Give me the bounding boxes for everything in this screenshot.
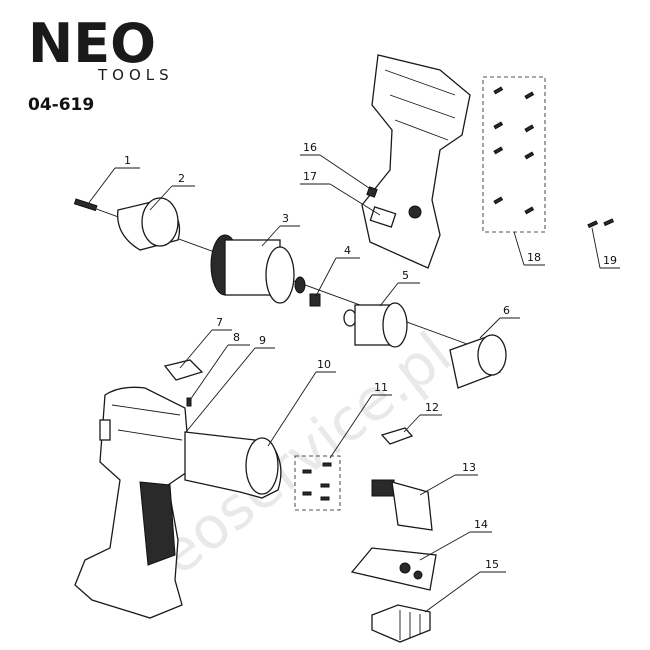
part-control-board-14 [350,547,437,591]
callout-10: 10 [317,358,331,371]
part-pin-8 [186,397,192,407]
part-bracket-7 [163,359,204,381]
part-gear-housing-10 [184,431,282,499]
part-screws-19 [587,218,615,229]
callout-8: 8 [233,331,240,344]
part-screws-11 [294,455,341,511]
callout-15: 15 [485,558,499,571]
part-housing-left-half [74,386,191,619]
part-switch-13 [371,479,433,531]
callout-5: 5 [402,269,409,282]
callout-9: 9 [259,334,266,347]
part-chuck-2 [117,197,181,251]
brand-sub: TOOLS [97,66,174,84]
brand-logo: NEO TOOLS [28,12,174,84]
part-screw-16 [366,186,378,198]
part-bracket-17 [369,206,397,228]
leader-lines [87,154,620,613]
part-housing-right-half [361,54,471,269]
callout-13: 13 [462,461,476,474]
callout-19: 19 [603,254,617,267]
callout-6: 6 [503,304,510,317]
callout-3: 3 [282,212,289,225]
part-gearbox-3 [210,234,306,304]
callout-14: 14 [474,518,488,531]
callout-2: 2 [178,172,185,185]
callout-labels: 1 2 3 4 5 6 7 8 9 10 11 12 13 14 15 16 1… [124,141,617,571]
part-screws-18 [482,76,546,233]
callout-17: 17 [303,170,317,183]
callout-4: 4 [344,244,351,257]
part-spring-4 [309,293,321,307]
callout-16: 16 [303,141,317,154]
callout-11: 11 [374,381,388,394]
callout-7: 7 [216,316,223,329]
part-terminal-block-15 [371,604,431,643]
brand-name: NEO [28,12,156,75]
model-number: 04-619 [28,95,94,115]
part-motor-5 [343,302,408,348]
callout-12: 12 [425,401,439,414]
callout-1: 1 [124,154,131,167]
part-screw-1 [73,198,98,212]
part-motor-housing-6 [449,334,507,389]
callout-18: 18 [527,251,541,264]
